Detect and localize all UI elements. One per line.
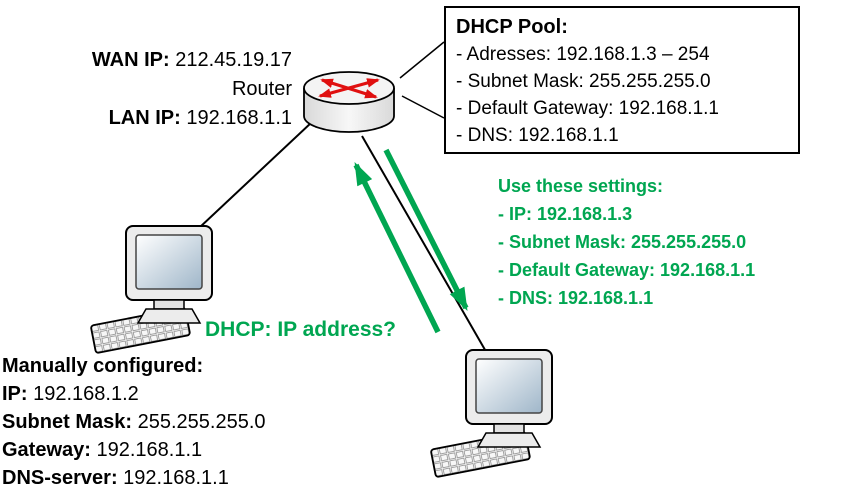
router-labels: WAN IP: 212.45.19.17 Router LAN IP: 192.…	[92, 46, 292, 133]
computer-icon-left	[89, 225, 213, 355]
field-value: 255.255.255.0	[137, 411, 266, 433]
manual-config-title: Manually configured:	[2, 355, 204, 377]
field-value: 192.168.1.1	[123, 467, 229, 489]
dhcp-pool-line-gateway: - Default Gateway: 192.168.1.1	[456, 98, 719, 119]
dhcp-box-callout-lines	[399, 41, 445, 119]
wan-ip-label: WAN IP:	[91, 49, 170, 71]
computer-icon-right	[429, 349, 553, 479]
manual-config-block: Manually configured: IP: 192.168.1.2 Sub…	[2, 352, 266, 492]
dhcp-pool-line-subnet: - Subnet Mask: 255.255.255.0	[456, 71, 711, 92]
manual-config-line-ip: IP: 192.168.1.2	[2, 380, 266, 408]
use-settings-title: Use these settings:	[498, 176, 664, 196]
dhcp-request-arrow	[353, 162, 441, 334]
dhcp-pool-title: DHCP Pool:	[456, 16, 568, 38]
use-settings-block: Use these settings: - IP: 192.168.1.3 - …	[498, 172, 755, 312]
lan-ip-line: LAN IP: 192.168.1.1	[92, 104, 292, 133]
router-name-label: Router	[231, 78, 292, 100]
manual-config-line-dns: DNS-server: 192.168.1.1	[2, 464, 266, 492]
use-settings-line-dns: - DNS: 192.168.1.1	[498, 288, 654, 308]
manual-config-line-subnet: Subnet Mask: 255.255.255.0	[2, 408, 266, 436]
lan-ip-label: LAN IP:	[108, 107, 181, 129]
router-icon	[303, 71, 395, 133]
field-label: DNS-server:	[2, 467, 118, 489]
dhcp-request-label: DHCP: IP address?	[205, 318, 396, 341]
field-value: 192.168.1.1	[96, 439, 203, 461]
wan-ip-value: 212.45.19.17	[175, 49, 292, 71]
lan-ip-value: 192.168.1.1	[186, 107, 292, 129]
dhcp-response-arrow	[383, 148, 469, 311]
wan-ip-line: WAN IP: 212.45.19.17	[92, 46, 292, 75]
router-arrows-icon	[318, 78, 380, 99]
dhcp-pool-line-addresses: - Adresses: 192.168.1.3 – 254	[456, 44, 710, 65]
field-label: IP:	[2, 383, 28, 405]
use-settings-line-gateway: - Default Gateway: 192.168.1.1	[498, 260, 756, 280]
field-label: Subnet Mask:	[2, 411, 133, 433]
dhcp-pool-line-dns: - DNS: 192.168.1.1	[456, 125, 619, 146]
link-router-left-pc	[182, 121, 313, 244]
dhcp-pool-box: DHCP Pool: - Adresses: 192.168.1.3 – 254…	[444, 6, 800, 154]
link-router-right-pc	[361, 135, 493, 363]
manual-config-line-gateway: Gateway: 192.168.1.1	[2, 436, 266, 464]
use-settings-line-ip: - IP: 192.168.1.3	[498, 204, 633, 224]
field-label: Gateway:	[2, 439, 91, 461]
field-value: 192.168.1.2	[33, 383, 139, 405]
use-settings-line-subnet: - Subnet Mask: 255.255.255.0	[498, 232, 747, 252]
